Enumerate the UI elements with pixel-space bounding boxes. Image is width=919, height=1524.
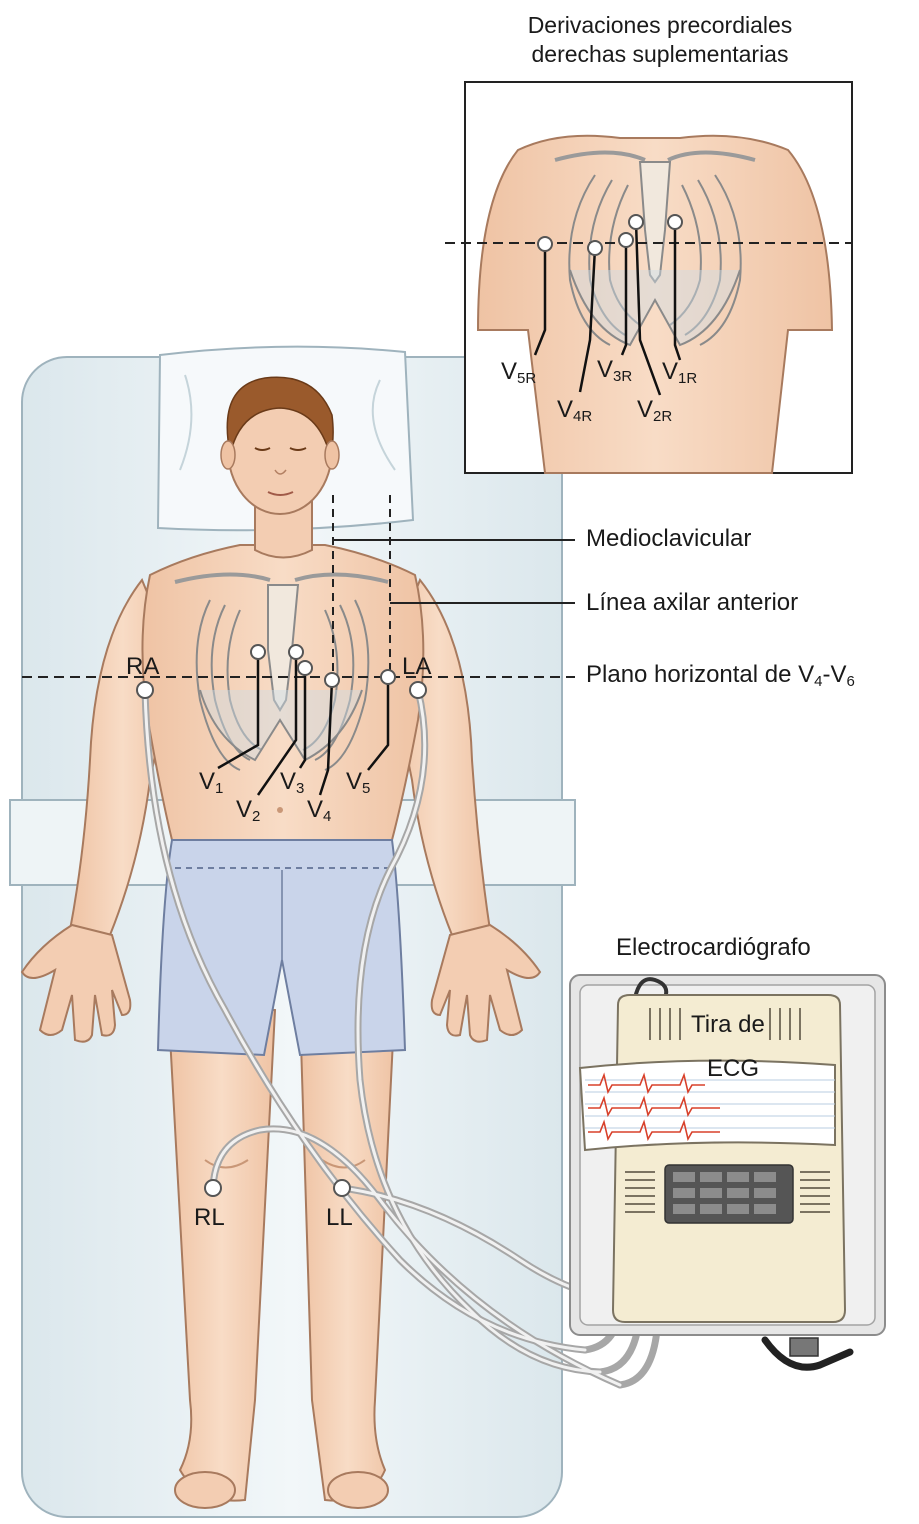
inset-title: Derivaciones precordiales derechas suple… [470, 11, 850, 69]
label-v1r: V1R [662, 360, 697, 384]
label-v1: V1 [199, 770, 223, 794]
label-v5: V5 [346, 770, 370, 794]
electrode-ll [334, 1180, 350, 1196]
electrode-v1 [251, 645, 265, 659]
label-device-name: Electrocardiógrafo [616, 936, 811, 960]
label-midclavicular: Medioclavicular [586, 527, 751, 551]
label-v2: V2 [236, 798, 260, 822]
label-ll: LL [326, 1206, 353, 1230]
electrode-la [410, 682, 426, 698]
electrode-v3 [298, 661, 312, 675]
label-v3: V3 [280, 770, 304, 794]
inset-title-line1: Derivaciones precordiales [470, 11, 850, 40]
label-v4r: V4R [557, 398, 592, 422]
label-rl: RL [194, 1206, 225, 1230]
electrode-v5r [538, 237, 552, 251]
electrode-v4r [588, 241, 602, 255]
electrode-v1r [668, 215, 682, 229]
label-v4: V4 [307, 798, 331, 822]
inset-title-line2: derechas suplementarias [470, 40, 850, 69]
electrode-v2 [289, 645, 303, 659]
electrode-rl [205, 1180, 221, 1196]
label-la: LA [402, 655, 431, 679]
label-v5r: V5R [501, 360, 536, 384]
electrode-v4 [325, 673, 339, 687]
electrode-ra [137, 682, 153, 698]
label-strip-line1: Tira de [688, 1013, 768, 1037]
electrode-v3r [619, 233, 633, 247]
label-v3r: V3R [597, 358, 632, 382]
label-horizontal-plane: Plano horizontal de V4-V6 [586, 663, 855, 687]
label-anterior-axillary: Línea axilar anterior [586, 591, 798, 615]
label-strip-line2: ECG [707, 1057, 759, 1081]
label-v2r: V2R [637, 398, 672, 422]
electrode-v5 [381, 670, 395, 684]
label-ra: RA [126, 655, 159, 679]
electrode-v2r [629, 215, 643, 229]
